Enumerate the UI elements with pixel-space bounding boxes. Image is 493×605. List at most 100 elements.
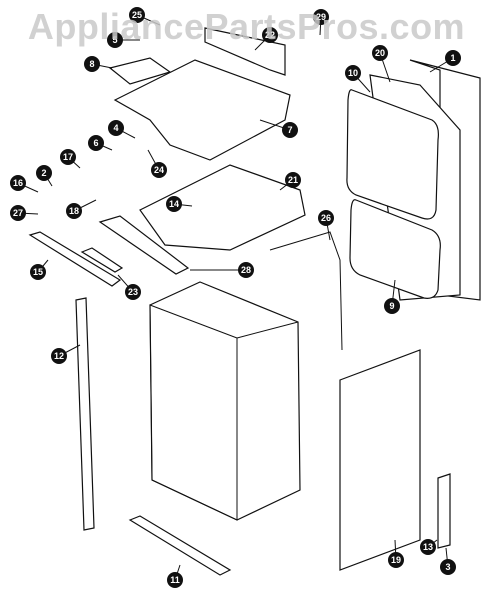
callout-number-22: 22 <box>265 30 275 40</box>
callout-number-5: 5 <box>112 35 117 45</box>
callout-number-25: 25 <box>132 10 142 20</box>
callout-number-24: 24 <box>154 165 164 175</box>
part-rail-23 <box>80 247 124 273</box>
callout-circle-24 <box>151 162 167 178</box>
callout-circle-18 <box>66 203 82 219</box>
callout-number-9: 9 <box>389 301 394 311</box>
callout-circle-3 <box>440 559 456 575</box>
callout-circle-16 <box>10 175 26 191</box>
part-base-rail-11 <box>128 515 232 576</box>
callout-number-1: 1 <box>450 53 455 63</box>
part-side-panel-19 <box>339 349 421 571</box>
callout-number-28: 28 <box>241 265 251 275</box>
part-door-panel-10 <box>346 89 439 220</box>
part-cabinet-front <box>149 304 238 521</box>
callout-4: 4 <box>108 120 136 139</box>
callout-18: 18 <box>66 199 97 219</box>
callout-29: 29 <box>313 9 329 36</box>
callout-12: 12 <box>51 344 81 364</box>
callout-circle-20 <box>372 45 388 61</box>
callout-layer: 1234567891011121314151617181920212223242… <box>10 7 461 588</box>
part-strip-15 <box>28 231 122 287</box>
callout-circle-25 <box>129 7 145 23</box>
callout-number-12: 12 <box>54 351 64 361</box>
callout-7: 7 <box>259 119 298 138</box>
callout-number-17: 17 <box>63 152 73 162</box>
part-plate-8 <box>108 57 172 85</box>
callout-number-18: 18 <box>69 206 79 216</box>
callout-number-13: 13 <box>423 542 433 552</box>
callout-circle-5 <box>107 32 123 48</box>
callout-27: 27 <box>10 205 39 221</box>
callout-circle-23 <box>125 284 141 300</box>
callout-3: 3 <box>440 547 456 575</box>
callout-circle-19 <box>388 552 404 568</box>
callout-circle-21 <box>285 172 301 188</box>
callout-number-3: 3 <box>445 562 450 572</box>
callout-10: 10 <box>345 65 371 93</box>
callout-circle-15 <box>30 264 46 280</box>
callout-number-7: 7 <box>287 125 292 135</box>
callout-6: 6 <box>88 135 113 151</box>
callout-circle-12 <box>51 348 67 364</box>
callout-24: 24 <box>147 149 167 178</box>
callout-number-4: 4 <box>113 123 118 133</box>
callout-number-10: 10 <box>348 68 358 78</box>
callout-8: 8 <box>84 56 113 72</box>
callout-circle-13 <box>420 539 436 555</box>
callout-circle-6 <box>88 135 104 151</box>
callout-number-23: 23 <box>128 287 138 297</box>
callout-number-26: 26 <box>321 213 331 223</box>
callout-number-29: 29 <box>316 12 326 22</box>
callout-number-15: 15 <box>33 267 43 277</box>
callout-circle-28 <box>238 262 254 278</box>
callout-28: 28 <box>190 262 254 278</box>
part-trim-12 <box>75 297 95 531</box>
callout-number-27: 27 <box>13 208 23 218</box>
callout-number-14: 14 <box>169 199 179 209</box>
callout-5: 5 <box>107 32 140 48</box>
callout-number-21: 21 <box>288 175 298 185</box>
callout-circle-26 <box>318 210 334 226</box>
callout-9: 9 <box>384 279 400 314</box>
callout-circle-27 <box>10 205 26 221</box>
callout-circle-11 <box>167 572 183 588</box>
callout-number-20: 20 <box>375 48 385 58</box>
callout-number-6: 6 <box>93 138 98 148</box>
callout-circle-4 <box>108 120 124 136</box>
callout-15: 15 <box>30 259 49 280</box>
callout-circle-1 <box>445 50 461 66</box>
callout-circle-7 <box>282 122 298 138</box>
callout-circle-9 <box>384 298 400 314</box>
part-cabinet-body <box>149 281 301 521</box>
callout-circle-8 <box>84 56 100 72</box>
part-top-panel-7 <box>113 59 291 161</box>
part-tube-26 <box>269 231 343 351</box>
callout-circle-2 <box>36 165 52 181</box>
callout-number-8: 8 <box>89 59 94 69</box>
part-bracket-3 <box>437 473 451 549</box>
callout-25: 25 <box>129 7 161 26</box>
callout-26: 26 <box>318 210 334 241</box>
callout-13: 13 <box>420 539 438 555</box>
callout-number-19: 19 <box>391 555 401 565</box>
callout-22: 22 <box>254 27 278 51</box>
callout-19: 19 <box>388 539 404 568</box>
callout-number-16: 16 <box>13 178 23 188</box>
callout-circle-22 <box>262 27 278 43</box>
callout-circle-14 <box>166 196 182 212</box>
callout-14: 14 <box>166 196 193 212</box>
callout-number-11: 11 <box>170 575 180 585</box>
callout-11: 11 <box>167 564 183 588</box>
callout-20: 20 <box>372 45 391 83</box>
callout-21: 21 <box>279 172 301 191</box>
callout-number-2: 2 <box>41 168 46 178</box>
callout-16: 16 <box>10 175 39 193</box>
part-door-panel-9 <box>349 199 441 299</box>
callout-circle-17 <box>60 149 76 165</box>
callout-23: 23 <box>117 274 141 300</box>
callout-circle-10 <box>345 65 361 81</box>
callout-circle-29 <box>313 9 329 25</box>
